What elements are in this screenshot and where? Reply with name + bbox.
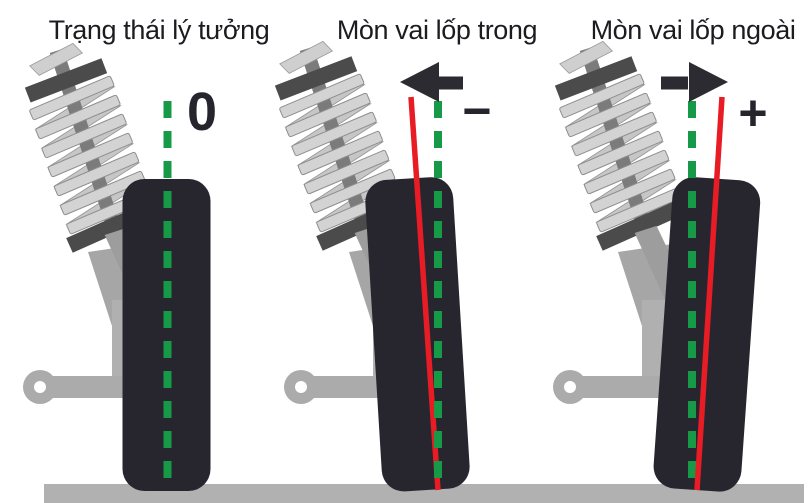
camber-line-red-positive [694, 96, 725, 491]
camber-symbol-plus: + [738, 85, 768, 141]
camber-line-red-negative [408, 96, 441, 491]
ground-bar [44, 484, 804, 503]
camber-symbol-minus: − [462, 83, 492, 139]
left-arrow-icon [400, 62, 463, 102]
panel-title-outer-wear: Mòn vai lốp ngoài [590, 15, 796, 45]
camber-symbol-zero: 0 [186, 82, 218, 142]
panel-title-inner-wear: Mòn vai lốp trong [336, 15, 538, 45]
panel-title-ideal: Trạng thái lý tưởng [48, 15, 270, 45]
right-arrow-icon [661, 62, 728, 102]
